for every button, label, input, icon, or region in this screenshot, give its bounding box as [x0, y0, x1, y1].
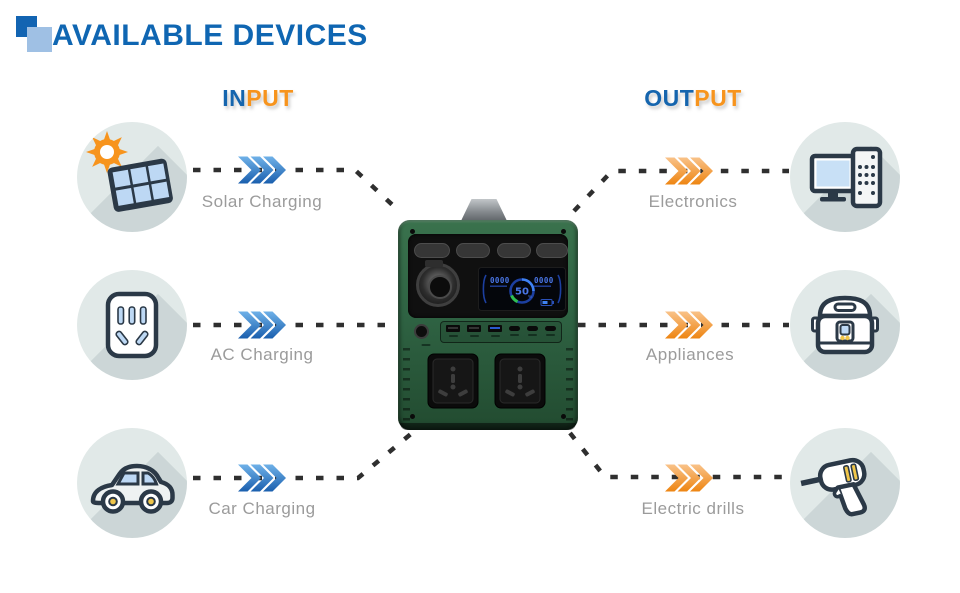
battery-lcd-display: 0000 0000 50 %	[478, 267, 566, 311]
output-label-electronics: Electronics	[648, 192, 738, 211]
wall-socket-icon	[105, 291, 159, 359]
input-label-solar: Solar Charging	[201, 192, 323, 211]
usb-port-strip	[440, 321, 562, 343]
output-header-blue-part: OUT	[644, 85, 695, 111]
percent-sign: %	[528, 294, 532, 299]
usb-c-port	[545, 325, 556, 336]
connector-drills	[568, 431, 789, 480]
input-header-orange-part: PUT	[246, 85, 294, 111]
input-label-ac: AC Charging	[210, 345, 314, 364]
vent-slots	[403, 348, 410, 424]
input-label-car: Car Charging	[208, 499, 316, 518]
device-button	[536, 243, 568, 258]
output-label-drills: Electric drills	[641, 499, 745, 518]
chevron-right-icon	[238, 156, 286, 184]
chevron-right-icon	[665, 157, 713, 185]
chevron-right-icon	[665, 311, 713, 339]
power-button	[414, 324, 429, 339]
portable-power-station: 0000 0000 50 %	[398, 197, 578, 430]
usb-c-port	[527, 325, 538, 336]
ac-outlet-socket	[494, 353, 546, 409]
solar-panel-sun-icon	[86, 131, 173, 212]
input-watts-reading: 0000	[490, 276, 510, 285]
device-button	[456, 243, 490, 258]
screw-icon	[561, 414, 566, 419]
output-watts-reading: 0000	[534, 276, 554, 285]
usb-c-port	[509, 325, 520, 336]
usb-a-port	[467, 325, 481, 337]
car-icon	[90, 463, 175, 514]
chevron-right-icon	[665, 464, 713, 492]
input-header-blue-part: IN	[222, 85, 247, 111]
power-drill-icon	[800, 457, 867, 517]
output-column-header: OUTPUT	[644, 85, 742, 112]
output-label-appliances: Appliances	[645, 345, 735, 364]
screw-icon	[410, 229, 415, 234]
solar-charging-circle	[77, 122, 187, 232]
ac-outlet-socket	[427, 353, 479, 409]
usb-a-fast-port	[488, 325, 502, 337]
vent-slots	[566, 348, 573, 424]
ac-charging-circle	[77, 270, 187, 380]
device-button	[414, 243, 450, 258]
output-header-orange-part: PUT	[694, 85, 742, 111]
electronics-circle	[790, 122, 900, 232]
chevron-right-icon	[238, 464, 286, 492]
electric-drills-circle	[790, 428, 900, 538]
car-socket-12v	[416, 260, 460, 307]
car-charging-circle	[77, 428, 187, 538]
title-bullet-light-square	[27, 27, 52, 52]
screw-icon	[561, 229, 566, 234]
connector-car	[193, 431, 414, 481]
screw-icon	[410, 414, 415, 419]
page-title: AVAILABLE DEVICES	[52, 19, 368, 52]
device-button	[497, 243, 531, 258]
usb-a-port	[446, 325, 460, 337]
battery-percent: 50	[515, 287, 529, 298]
device-front-panel: 0000 0000 50 %	[408, 234, 568, 318]
input-column-header: INPUT	[222, 85, 294, 112]
chevron-right-icon	[238, 311, 286, 339]
rice-cooker-icon	[811, 295, 879, 355]
desktop-computer-icon	[809, 146, 883, 209]
device-body: 0000 0000 50 %	[398, 220, 578, 430]
appliances-circle	[790, 270, 900, 380]
